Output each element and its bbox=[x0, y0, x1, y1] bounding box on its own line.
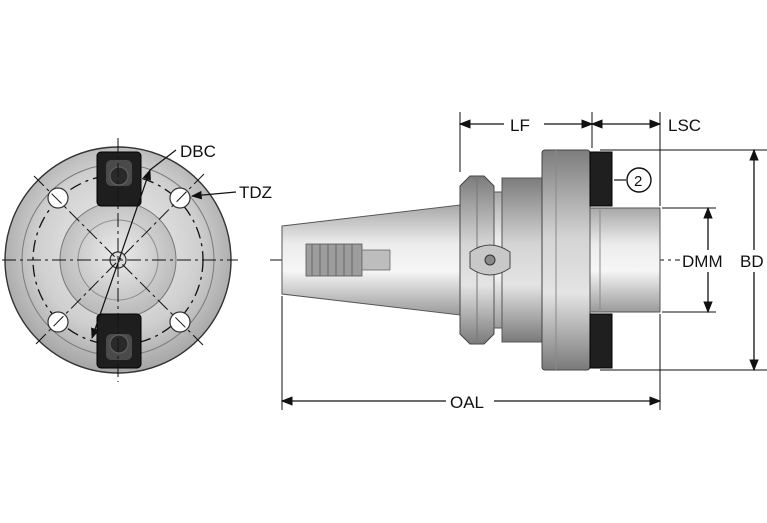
tdz-label: TDZ bbox=[239, 183, 272, 202]
drive-key-side-bottom bbox=[589, 313, 613, 369]
orientation-pin bbox=[484, 254, 496, 266]
callout-number: 2 bbox=[634, 173, 642, 190]
dbc-label: DBC bbox=[180, 142, 216, 161]
bd-label: BD bbox=[740, 252, 764, 271]
drive-key-top bbox=[96, 151, 142, 207]
dmm-label: DMM bbox=[682, 252, 723, 271]
side-view bbox=[270, 112, 767, 410]
dbc-label-leader bbox=[149, 149, 177, 171]
lsc-label: LSC bbox=[668, 116, 701, 135]
bolt-hole-top-left bbox=[47, 187, 69, 209]
oal-label: OAL bbox=[450, 393, 484, 412]
face-flange bbox=[541, 149, 591, 371]
tdz-leader bbox=[190, 190, 237, 200]
callout-circle bbox=[626, 167, 652, 193]
front-view bbox=[2, 138, 238, 382]
drive-key-bottom bbox=[96, 313, 142, 369]
pilot-diameter bbox=[589, 207, 661, 313]
retention-thread bbox=[305, 243, 391, 277]
drive-key-side-top bbox=[589, 151, 613, 207]
lf-label: LF bbox=[510, 116, 530, 135]
dbc-leader bbox=[91, 168, 151, 340]
